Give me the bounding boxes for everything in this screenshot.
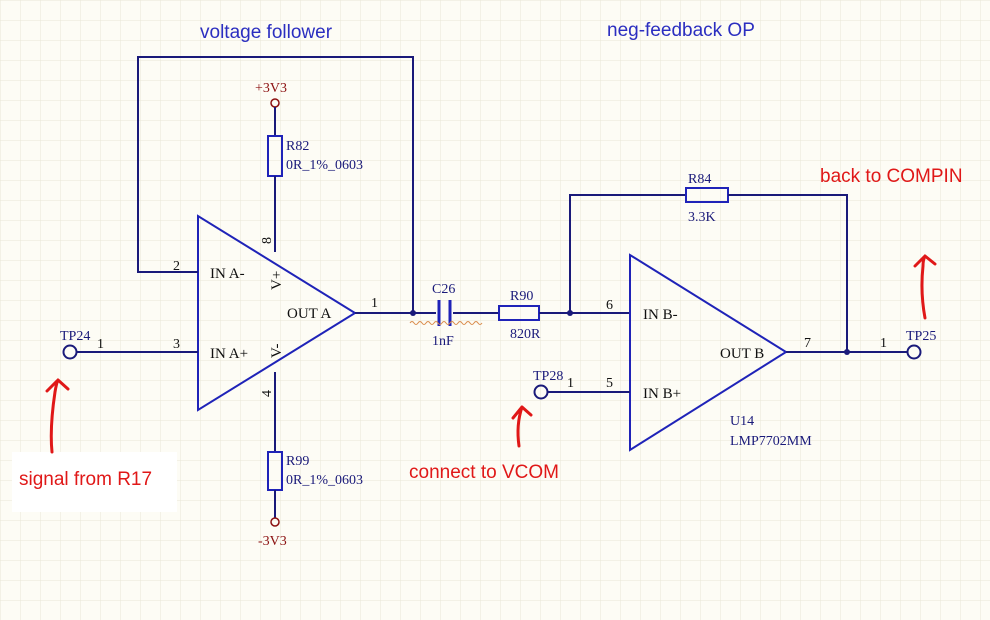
r84-value: 3.3K (688, 210, 716, 225)
r82-value: 0R_1%_0603 (286, 158, 363, 173)
opamp-b-in-minus-label: IN B- (643, 307, 678, 323)
arrow-up-vcom-icon (511, 405, 533, 448)
note-back-to: back to COMPIN (820, 166, 963, 187)
opamp-a-pin-4: 4 (260, 390, 275, 397)
r84-right-wire (728, 194, 848, 352)
opamp-a-pin-8: 8 (260, 237, 275, 244)
c26-value: 1nF (432, 334, 454, 349)
c26-warning-squiggle (409, 321, 483, 325)
opamp-b-pin-7: 7 (804, 336, 811, 351)
tp25-pin: 1 (880, 336, 887, 351)
power-port-negative[interactable] (270, 517, 280, 527)
opamp-a-symbol[interactable] (197, 214, 357, 412)
r99-value: 0R_1%_0603 (286, 473, 363, 488)
opamp-b-pin-6: 6 (606, 298, 613, 313)
tp24-test-point[interactable] (62, 344, 78, 360)
opamp-a-pin-3: 3 (173, 337, 180, 352)
junction-dot (844, 349, 850, 355)
r90-value: 820R (510, 327, 541, 342)
arrow-up-compin-icon (913, 254, 937, 320)
opamp-a-pin-2: 2 (173, 259, 180, 274)
r90-ref: R90 (510, 289, 533, 304)
opamp-b-part: LMP7702MM (730, 434, 812, 449)
tp28-ref: TP28 (533, 369, 563, 384)
r82-ref: R82 (286, 139, 309, 154)
opamp-a-in-minus-label: IN A- (210, 266, 245, 282)
tp28-pin: 1 (567, 376, 574, 391)
r84-ref: R84 (688, 172, 711, 187)
r99-ref: R99 (286, 454, 309, 469)
tp24-pin: 1 (97, 337, 104, 352)
tp24-ref: TP24 (60, 329, 90, 344)
opamp-b-ref: U14 (730, 414, 754, 429)
follower-feedback-wire (137, 56, 414, 313)
opamp-a-vplus-label: V+ (269, 271, 285, 290)
tp28-test-point[interactable] (533, 384, 549, 400)
opamp-b-out-label: OUT B (720, 346, 764, 362)
opamp-a-out-label: OUT A (287, 306, 331, 322)
r84-left-wire (569, 194, 686, 313)
opamp-b-symbol[interactable] (629, 253, 788, 452)
opamp-b-pin-5: 5 (606, 376, 613, 391)
arrow-up-signal-icon (45, 378, 70, 454)
heading-neg-feedback: neg-feedback OP (607, 20, 755, 41)
opamp-b-in-plus-label: IN B+ (643, 386, 681, 402)
tp25-ref: TP25 (906, 329, 936, 344)
c26-ref: C26 (432, 282, 455, 297)
note-background (12, 452, 177, 512)
opamp-a-in-plus-label: IN A+ (210, 346, 248, 362)
power-negative-label: -3V3 (258, 534, 287, 549)
power-positive-label: +3V3 (255, 81, 287, 96)
note-connect-vcom: connect to VCOM (409, 462, 559, 483)
opamp-a-vminus-label: V- (269, 344, 285, 358)
opamp-a-pin-1: 1 (371, 296, 378, 311)
heading-voltage-follower: voltage follower (200, 22, 333, 43)
tp25-test-point[interactable] (906, 344, 922, 360)
note-signal-from: signal from R17 (19, 469, 152, 490)
